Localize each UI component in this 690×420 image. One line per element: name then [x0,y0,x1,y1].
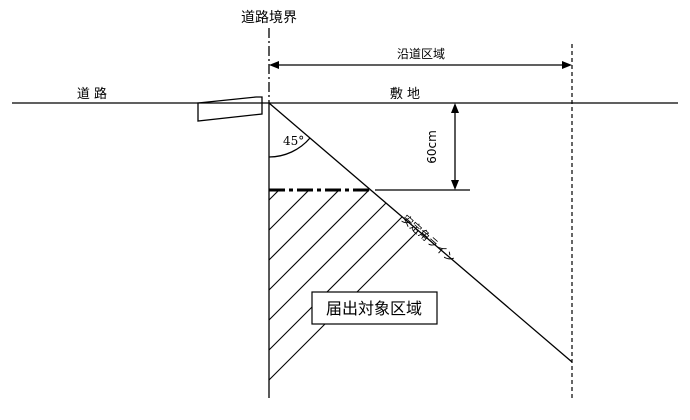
hatch-line [269,190,510,398]
hatch-line [0,0,239,410]
hatch-line [269,190,420,398]
hatch-line [269,190,330,398]
arrow-left-head [269,61,279,69]
hatch-line [269,190,450,398]
curb-block [197,102,263,122]
site-label: 敷 地 [390,87,420,102]
hatch-line [0,0,89,410]
hatch-line [0,0,149,410]
target-area-box [311,291,438,325]
target-area-label: 届出対象区域 [326,299,422,318]
hatch-line [269,190,270,398]
hatch-line [269,190,540,398]
hatch-line [0,0,209,410]
arrow-right-head [562,61,572,69]
angle-label: 45° [283,134,304,148]
stable-angle-line-label: 安定角ライン [399,212,458,266]
depth-arrow-top [451,103,459,113]
depth-arrow-bottom [451,180,459,190]
curb-slope [197,96,257,104]
road-boundary-label: 道路境界 [241,10,297,26]
hatch-line [269,190,390,398]
hatch-line [269,190,570,398]
hatch-line [269,190,300,398]
hatch-line [0,0,119,410]
angle-arc [268,137,311,158]
curb-step [256,96,263,103]
hatch-line [0,0,179,410]
roadside-area-label: 沿道区域 [397,47,445,61]
stable-angle-line [268,102,573,363]
hatch-line [269,190,572,398]
depth-label: 60cm [425,130,439,164]
hatch-line [269,190,360,398]
hatch-line [269,190,572,398]
road-label: 道 路 [77,86,107,102]
hatch-region [0,0,572,410]
